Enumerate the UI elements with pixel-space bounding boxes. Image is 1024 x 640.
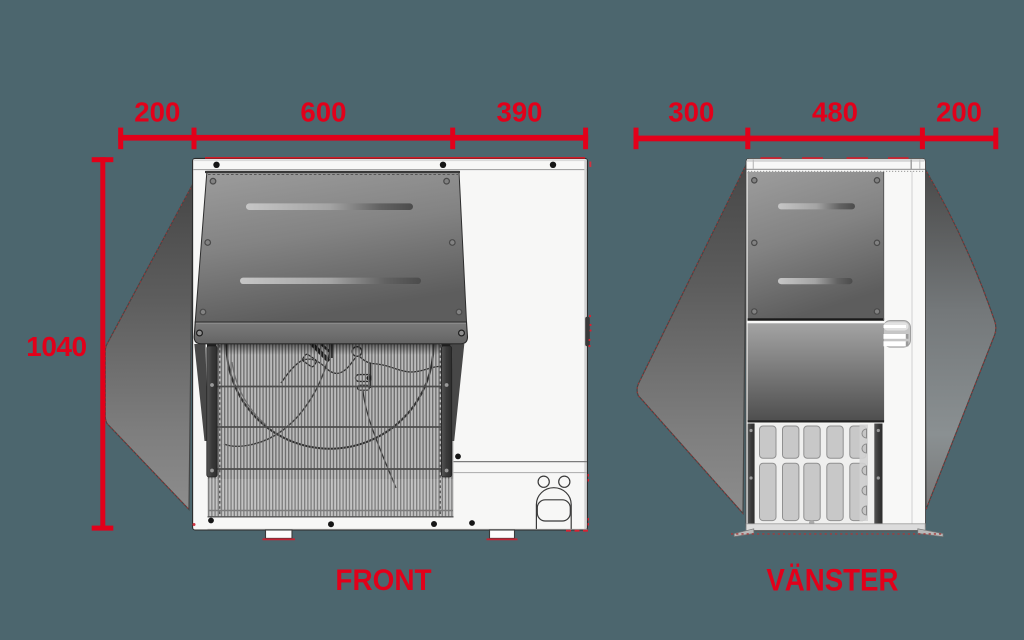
svg-text:VÄNSTER: VÄNSTER [766, 563, 898, 598]
svg-text:200: 200 [936, 97, 982, 128]
svg-text:200: 200 [134, 97, 180, 128]
svg-text:300: 300 [668, 97, 714, 128]
svg-text:390: 390 [496, 97, 542, 128]
svg-text:480: 480 [812, 97, 858, 128]
svg-text:1040: 1040 [26, 331, 86, 362]
svg-text:FRONT: FRONT [335, 564, 432, 597]
svg-text:600: 600 [300, 97, 346, 128]
